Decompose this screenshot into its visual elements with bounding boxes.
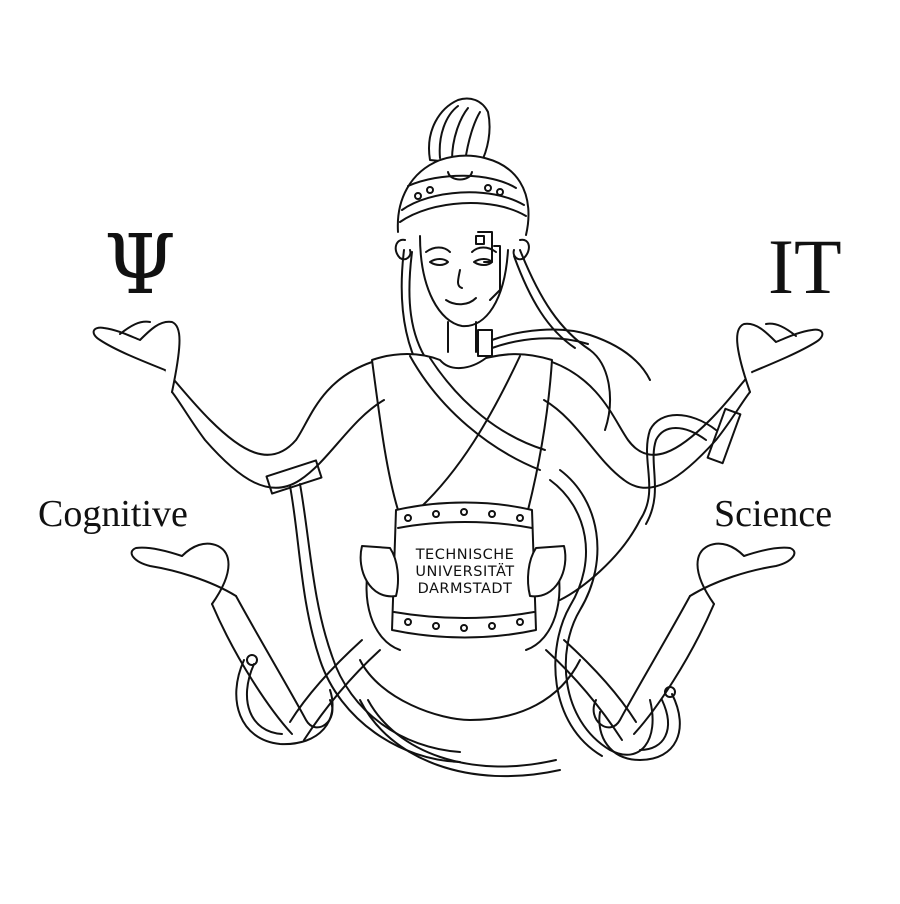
lower-hands — [132, 544, 795, 604]
neck-connector — [448, 322, 650, 380]
skirt — [360, 546, 580, 720]
face — [420, 232, 508, 326]
belt-text-line-2: UNIVERSITÄT — [415, 564, 515, 580]
upper-hands — [94, 322, 823, 392]
belt-text-line-3: DARMSTADT — [417, 581, 513, 597]
helmet — [396, 156, 529, 260]
science-text: Science — [714, 493, 833, 535]
cables — [236, 409, 740, 776]
belt-text-line-1: TECHNISCHE — [415, 547, 515, 563]
belt — [392, 503, 536, 638]
cognitive-text: Cognitive — [38, 493, 188, 535]
helmet-plume — [429, 99, 490, 166]
psi-symbol: Ψ — [104, 218, 176, 313]
torso-dress — [372, 354, 552, 510]
it-text: IT — [768, 223, 842, 310]
